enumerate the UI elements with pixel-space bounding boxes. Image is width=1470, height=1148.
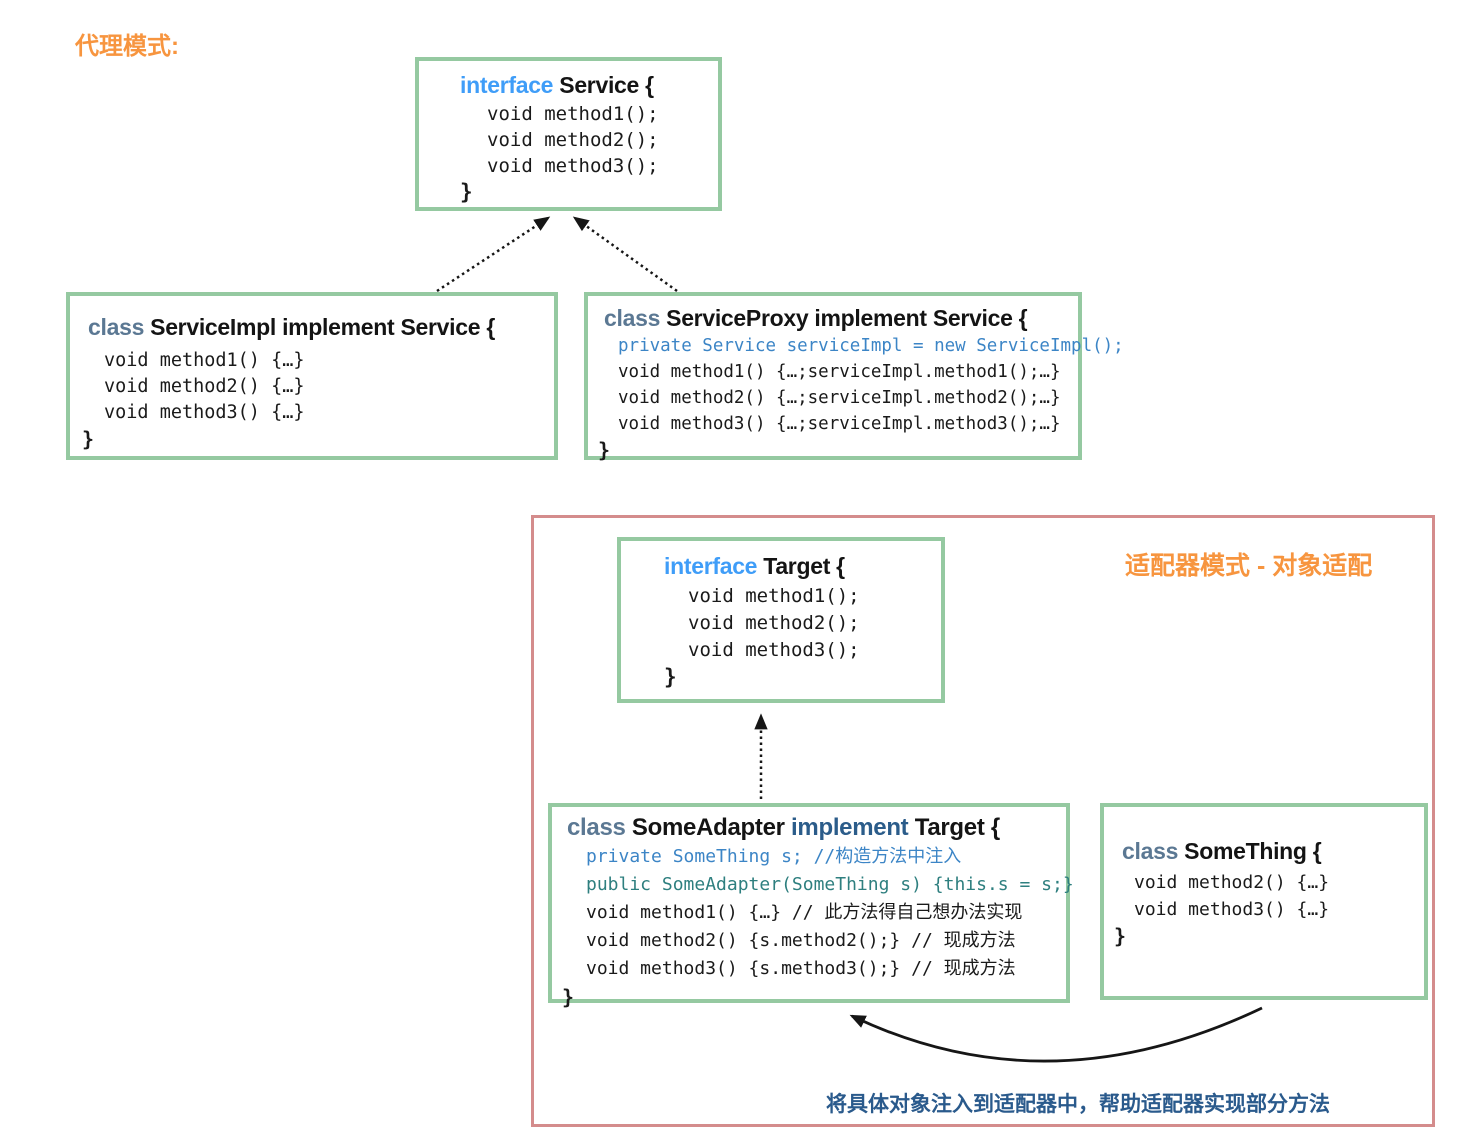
code-line: void method2() {…}: [1134, 872, 1330, 893]
class-keyword: class: [567, 814, 626, 841]
interface-keyword: interface: [664, 553, 758, 579]
service-interface-box: interface Service { void method1(); void…: [415, 57, 722, 211]
code-line: void method2() {…}: [104, 376, 305, 397]
some-adapter-name: SomeAdapter: [625, 814, 792, 841]
closing-brace: }: [460, 180, 473, 204]
code-line: void method2();: [487, 129, 659, 151]
code-line: void method3() {…}: [104, 402, 305, 423]
target-header: interface Target {: [664, 550, 941, 583]
adapter-pattern-container: [531, 515, 1435, 1127]
target-interface-box: interface Target { void method1(); void …: [617, 537, 945, 703]
code-line: void method3() {…}: [1134, 899, 1330, 920]
target-ref-name: Target {: [908, 814, 1000, 841]
some-thing-box: class SomeThing { void method2() {…} voi…: [1100, 803, 1428, 1000]
service-proxy-header: class ServiceProxy implement Service {: [604, 303, 1078, 333]
code-line: void method3();: [688, 639, 860, 661]
code-line: void method2() {s.method2();} // 现成方法: [586, 930, 1016, 951]
service-header: interface Service {: [460, 69, 718, 101]
closing-brace: }: [598, 438, 611, 462]
code-line: void method2() {…;serviceImpl.method2();…: [618, 388, 1061, 408]
closing-brace: }: [1114, 924, 1127, 948]
implement-keyword: implement: [791, 814, 909, 841]
code-line: void method1() {…;serviceImpl.method1();…: [618, 362, 1061, 382]
code-line: void method3() {…;serviceImpl.method3();…: [618, 414, 1061, 434]
interface-keyword: interface: [460, 72, 554, 98]
some-thing-name: SomeThing {: [1178, 838, 1322, 864]
code-line: void method1() {…}: [104, 350, 305, 371]
injection-note: 将具体对象注入到适配器中，帮助适配器实现部分方法: [826, 1093, 1330, 1116]
constructor-line: public SomeAdapter(SomeThing s) {this.s …: [586, 874, 1074, 895]
service-impl-name: ServiceImpl implement Service {: [144, 314, 495, 340]
closing-brace: }: [664, 665, 677, 689]
impl-to-service-arrow: [436, 216, 551, 293]
class-keyword: class: [1122, 838, 1179, 864]
some-thing-header: class SomeThing {: [1122, 835, 1424, 867]
proxy-to-service-arrow: [572, 216, 678, 293]
closing-brace: }: [562, 985, 575, 1009]
some-adapter-header: class SomeAdapter implement Target {: [567, 812, 1066, 843]
closing-brace: }: [82, 427, 95, 451]
service-impl-box: class ServiceImpl implement Service { vo…: [66, 292, 558, 460]
class-keyword: class: [604, 305, 661, 331]
code-line: void method1() {…} // 此方法得自己想办法实现: [586, 902, 1023, 923]
service-name: Service {: [553, 72, 654, 98]
code-line: void method1();: [688, 585, 860, 607]
service-proxy-name: ServiceProxy implement Service {: [660, 305, 1028, 331]
class-keyword: class: [88, 314, 145, 340]
field-declaration-line: private SomeThing s; //构造方法中注入: [586, 846, 962, 867]
target-name: Target {: [757, 553, 845, 579]
code-line: void method2();: [688, 612, 860, 634]
code-line: void method1();: [487, 103, 659, 125]
service-impl-header: class ServiceImpl implement Service {: [88, 310, 554, 344]
adapter-pattern-title: 适配器模式 - 对象适配: [1125, 552, 1373, 580]
some-adapter-box: class SomeAdapter implement Target { pri…: [548, 803, 1074, 1009]
proxy-pattern-title: 代理模式:: [75, 33, 179, 60]
field-declaration-line: private Service serviceImpl = new Servic…: [618, 336, 1124, 356]
code-line: void method3() {s.method3();} // 现成方法: [586, 958, 1016, 979]
code-line: void method3();: [487, 155, 659, 177]
service-proxy-box: class ServiceProxy implement Service { p…: [584, 292, 1124, 462]
